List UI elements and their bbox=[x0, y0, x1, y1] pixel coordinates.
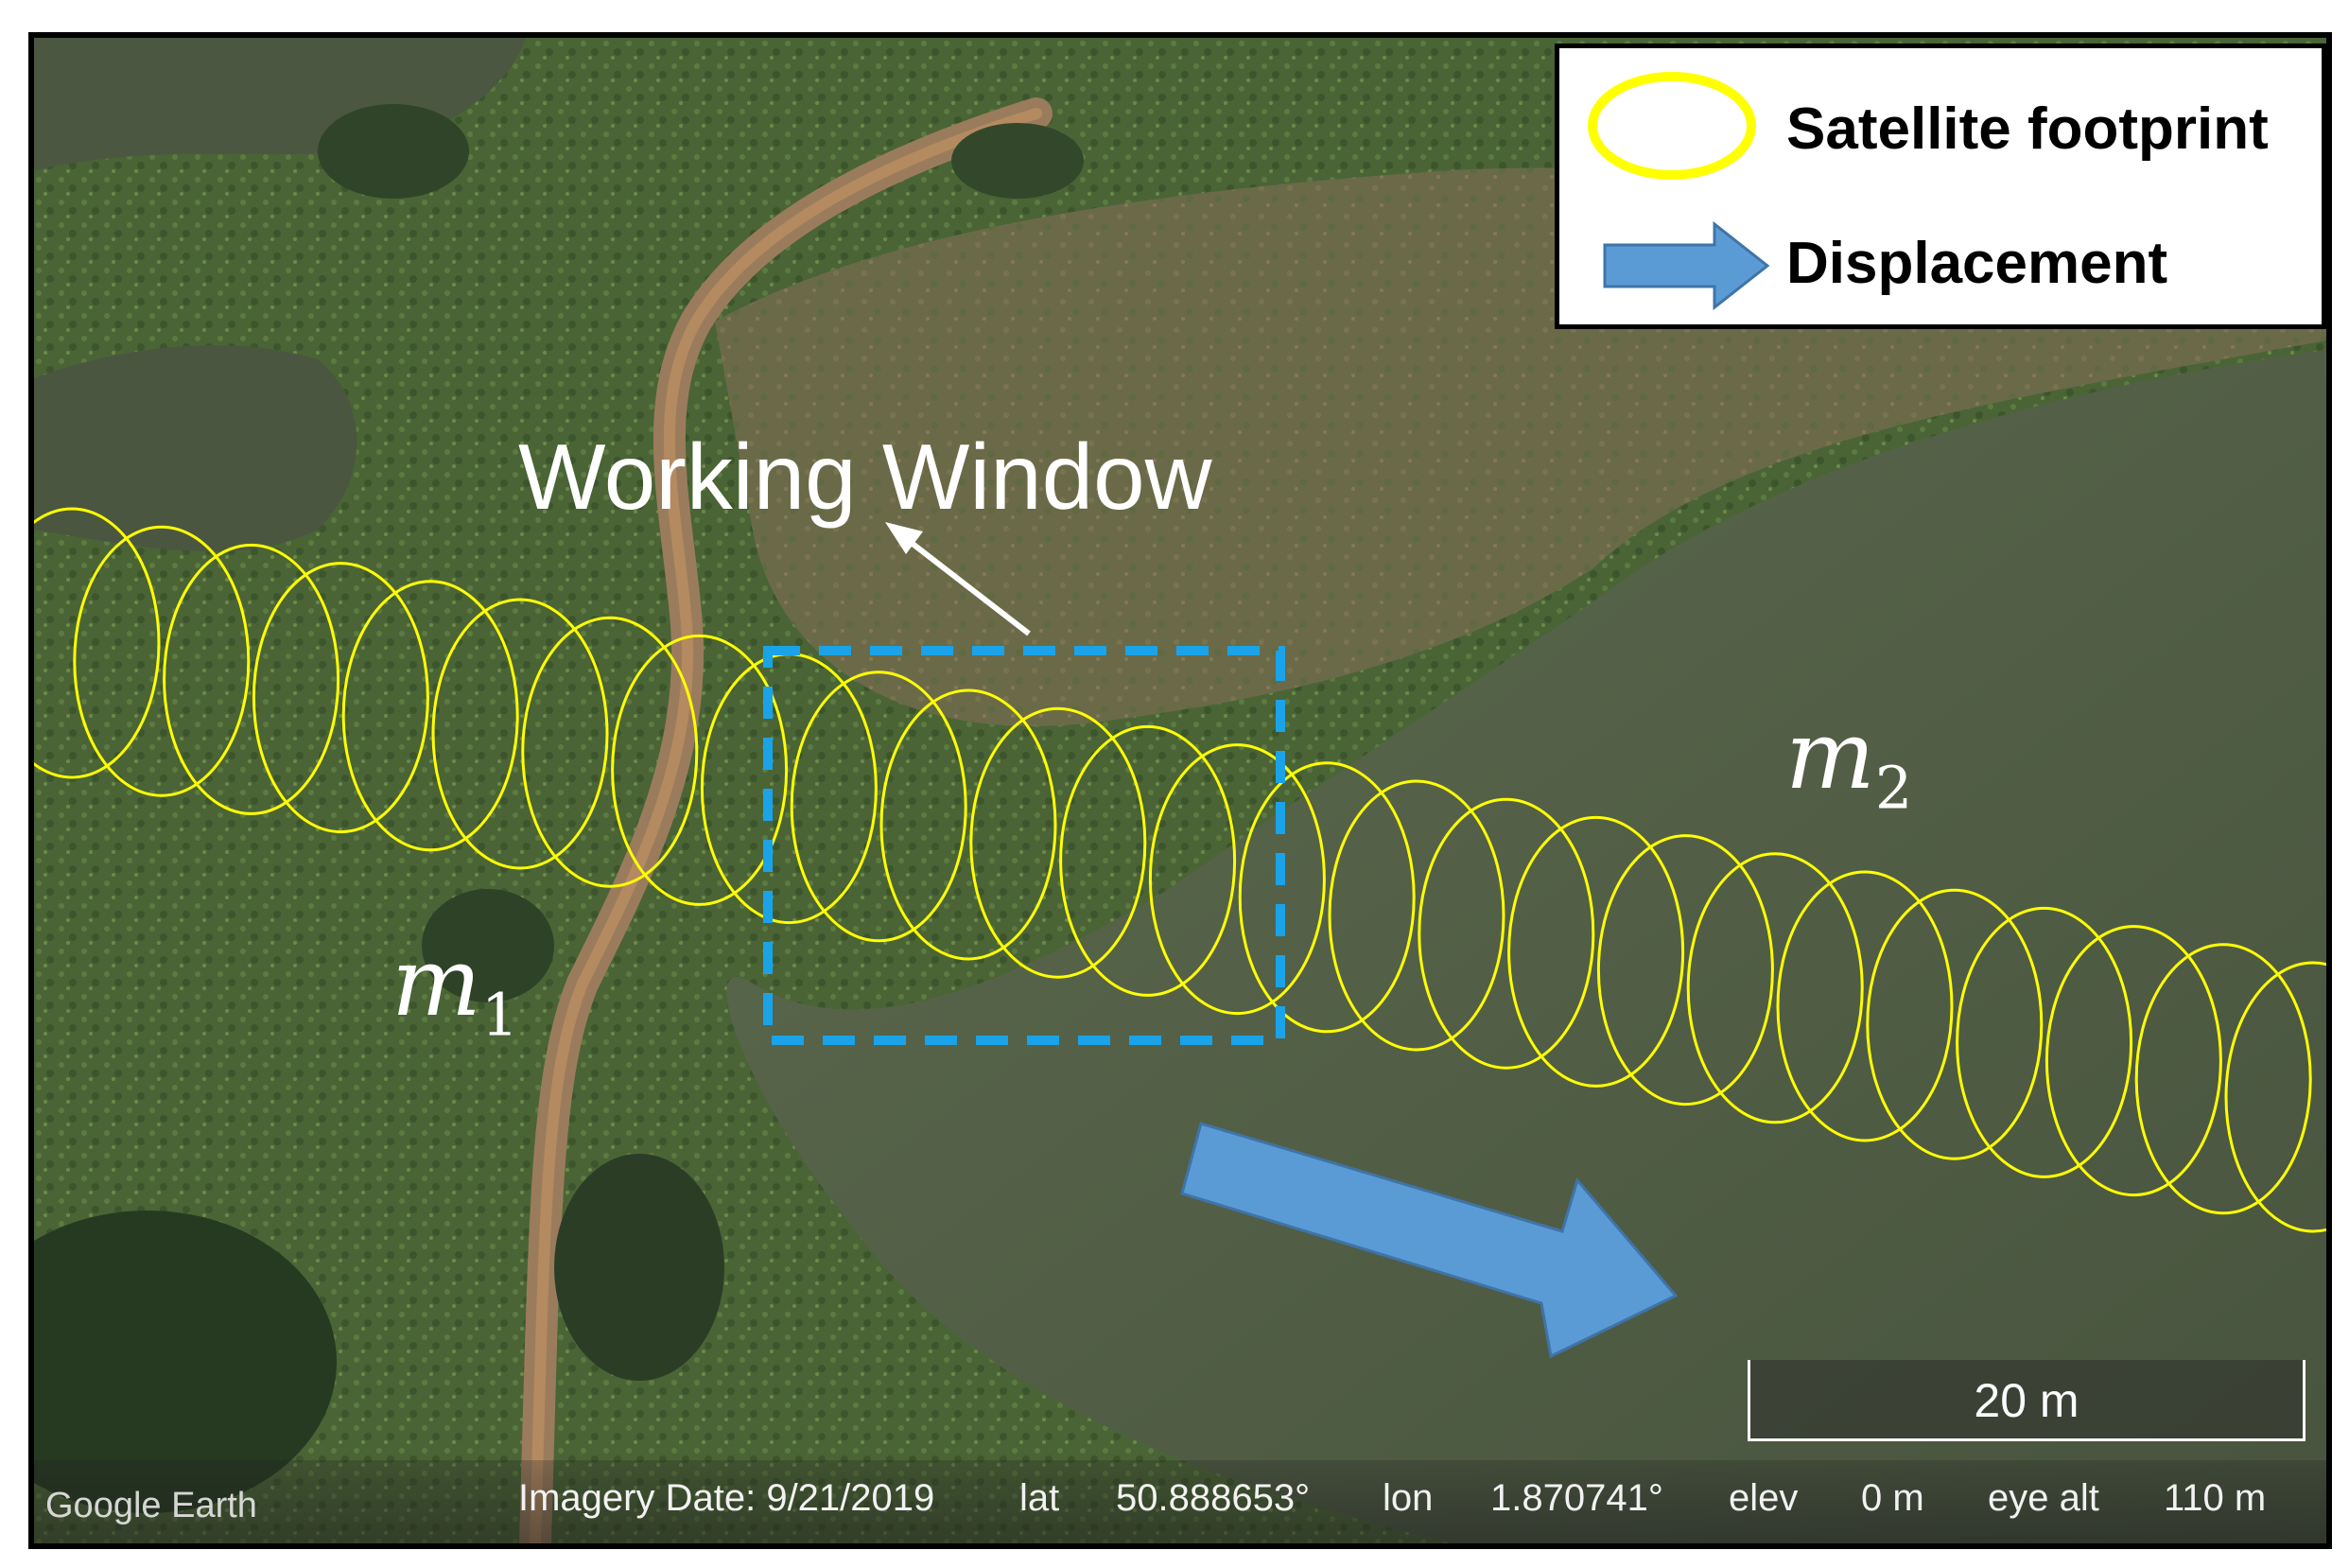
footprint-ellipse bbox=[34, 507, 161, 779]
footprint-ellipse bbox=[1776, 870, 1954, 1142]
eye-alt-label: eye alt bbox=[1988, 1477, 2099, 1519]
footprint-ellipse bbox=[2224, 961, 2326, 1233]
lon-value: 1.870741° bbox=[1490, 1477, 1663, 1519]
footprint-ellipse bbox=[521, 616, 699, 888]
footprint-ellipse bbox=[341, 580, 519, 852]
eye-alt-value: 110 m bbox=[2164, 1477, 2267, 1519]
tree-cluster bbox=[554, 1154, 724, 1381]
working-window-rectangle bbox=[763, 646, 1285, 1045]
legend: Satellite footprint Displacement bbox=[1555, 44, 2326, 329]
pond-left bbox=[34, 345, 357, 552]
elev-value: 0 m bbox=[1861, 1477, 1924, 1519]
footprint-ellipse bbox=[1956, 906, 2133, 1178]
lat-value: 50.888653° bbox=[1116, 1477, 1311, 1519]
tree-cluster bbox=[951, 123, 1084, 199]
tree-cluster bbox=[422, 889, 554, 1002]
scale-bar: 20 m bbox=[1748, 1360, 2306, 1441]
footprint-ellipse bbox=[790, 671, 967, 943]
google-earth-logo: Google Earth bbox=[45, 1486, 257, 1525]
m2-base: m bbox=[1785, 700, 1875, 810]
footprint-ellipse bbox=[73, 525, 251, 797]
footprint-ellipse bbox=[1596, 834, 1774, 1106]
region-m2-label: m2 bbox=[1785, 700, 1912, 823]
lon-label: lon bbox=[1383, 1477, 1434, 1519]
elev-label: elev bbox=[1729, 1477, 1799, 1519]
displacement-arrow bbox=[1180, 1122, 1679, 1359]
working-window-label: Working Window bbox=[518, 425, 1212, 529]
footprint-ellipse bbox=[163, 543, 340, 815]
footprint-ellipse bbox=[879, 688, 1057, 961]
region-m1-label: m1 bbox=[392, 927, 518, 1050]
footprint-ellipse bbox=[1059, 724, 1237, 997]
footprint-ellipse bbox=[1507, 815, 1685, 1088]
imagery-date: Imagery Date: 9/21/2019 bbox=[518, 1477, 935, 1519]
legend-row-displacement: Displacement bbox=[1559, 200, 2322, 313]
scale-label: 20 m bbox=[1974, 1374, 2079, 1427]
footprint-legend-icon bbox=[1588, 72, 1756, 180]
m2-subscript: 2 bbox=[1874, 753, 1913, 823]
lake bbox=[726, 350, 2326, 1543]
m1-base: m bbox=[392, 927, 481, 1037]
footprint-ellipse bbox=[2044, 925, 2222, 1197]
footprint-ellipse bbox=[1866, 888, 2044, 1160]
footprint-ellipse bbox=[1686, 852, 1864, 1124]
tree-cluster bbox=[34, 1211, 337, 1513]
footprint-ellipse bbox=[1328, 779, 1505, 1052]
footprint-ellipse bbox=[1238, 761, 1416, 1034]
footprint-ellipse bbox=[1148, 743, 1326, 1016]
working-window-pointer bbox=[902, 534, 1031, 636]
map-figure: Working Window m1 m2 Satellite footprint… bbox=[28, 32, 2332, 1549]
displacement-legend-icon bbox=[1603, 220, 1770, 311]
working-window-arrowhead bbox=[885, 522, 923, 554]
m1-subscript: 1 bbox=[480, 980, 519, 1050]
footprint-ellipse bbox=[1418, 797, 1595, 1070]
footprint-ellipse bbox=[431, 598, 609, 870]
dirt-road-center bbox=[530, 108, 1042, 1543]
footprint-legend-label: Satellite footprint bbox=[1786, 96, 2269, 162]
footprint-ellipse bbox=[2134, 943, 2312, 1215]
footprint-ellipse bbox=[252, 562, 429, 834]
tree-cluster bbox=[318, 104, 469, 199]
lat-label: lat bbox=[1019, 1477, 1060, 1519]
legend-row-footprint: Satellite footprint bbox=[1559, 61, 2322, 180]
footprint-ellipse bbox=[611, 634, 789, 906]
status-bar: Google Earth Imagery Date: 9/21/2019 lat… bbox=[34, 1460, 2326, 1543]
footprint-ellipse bbox=[969, 706, 1147, 979]
displacement-legend-label: Displacement bbox=[1786, 231, 2168, 296]
